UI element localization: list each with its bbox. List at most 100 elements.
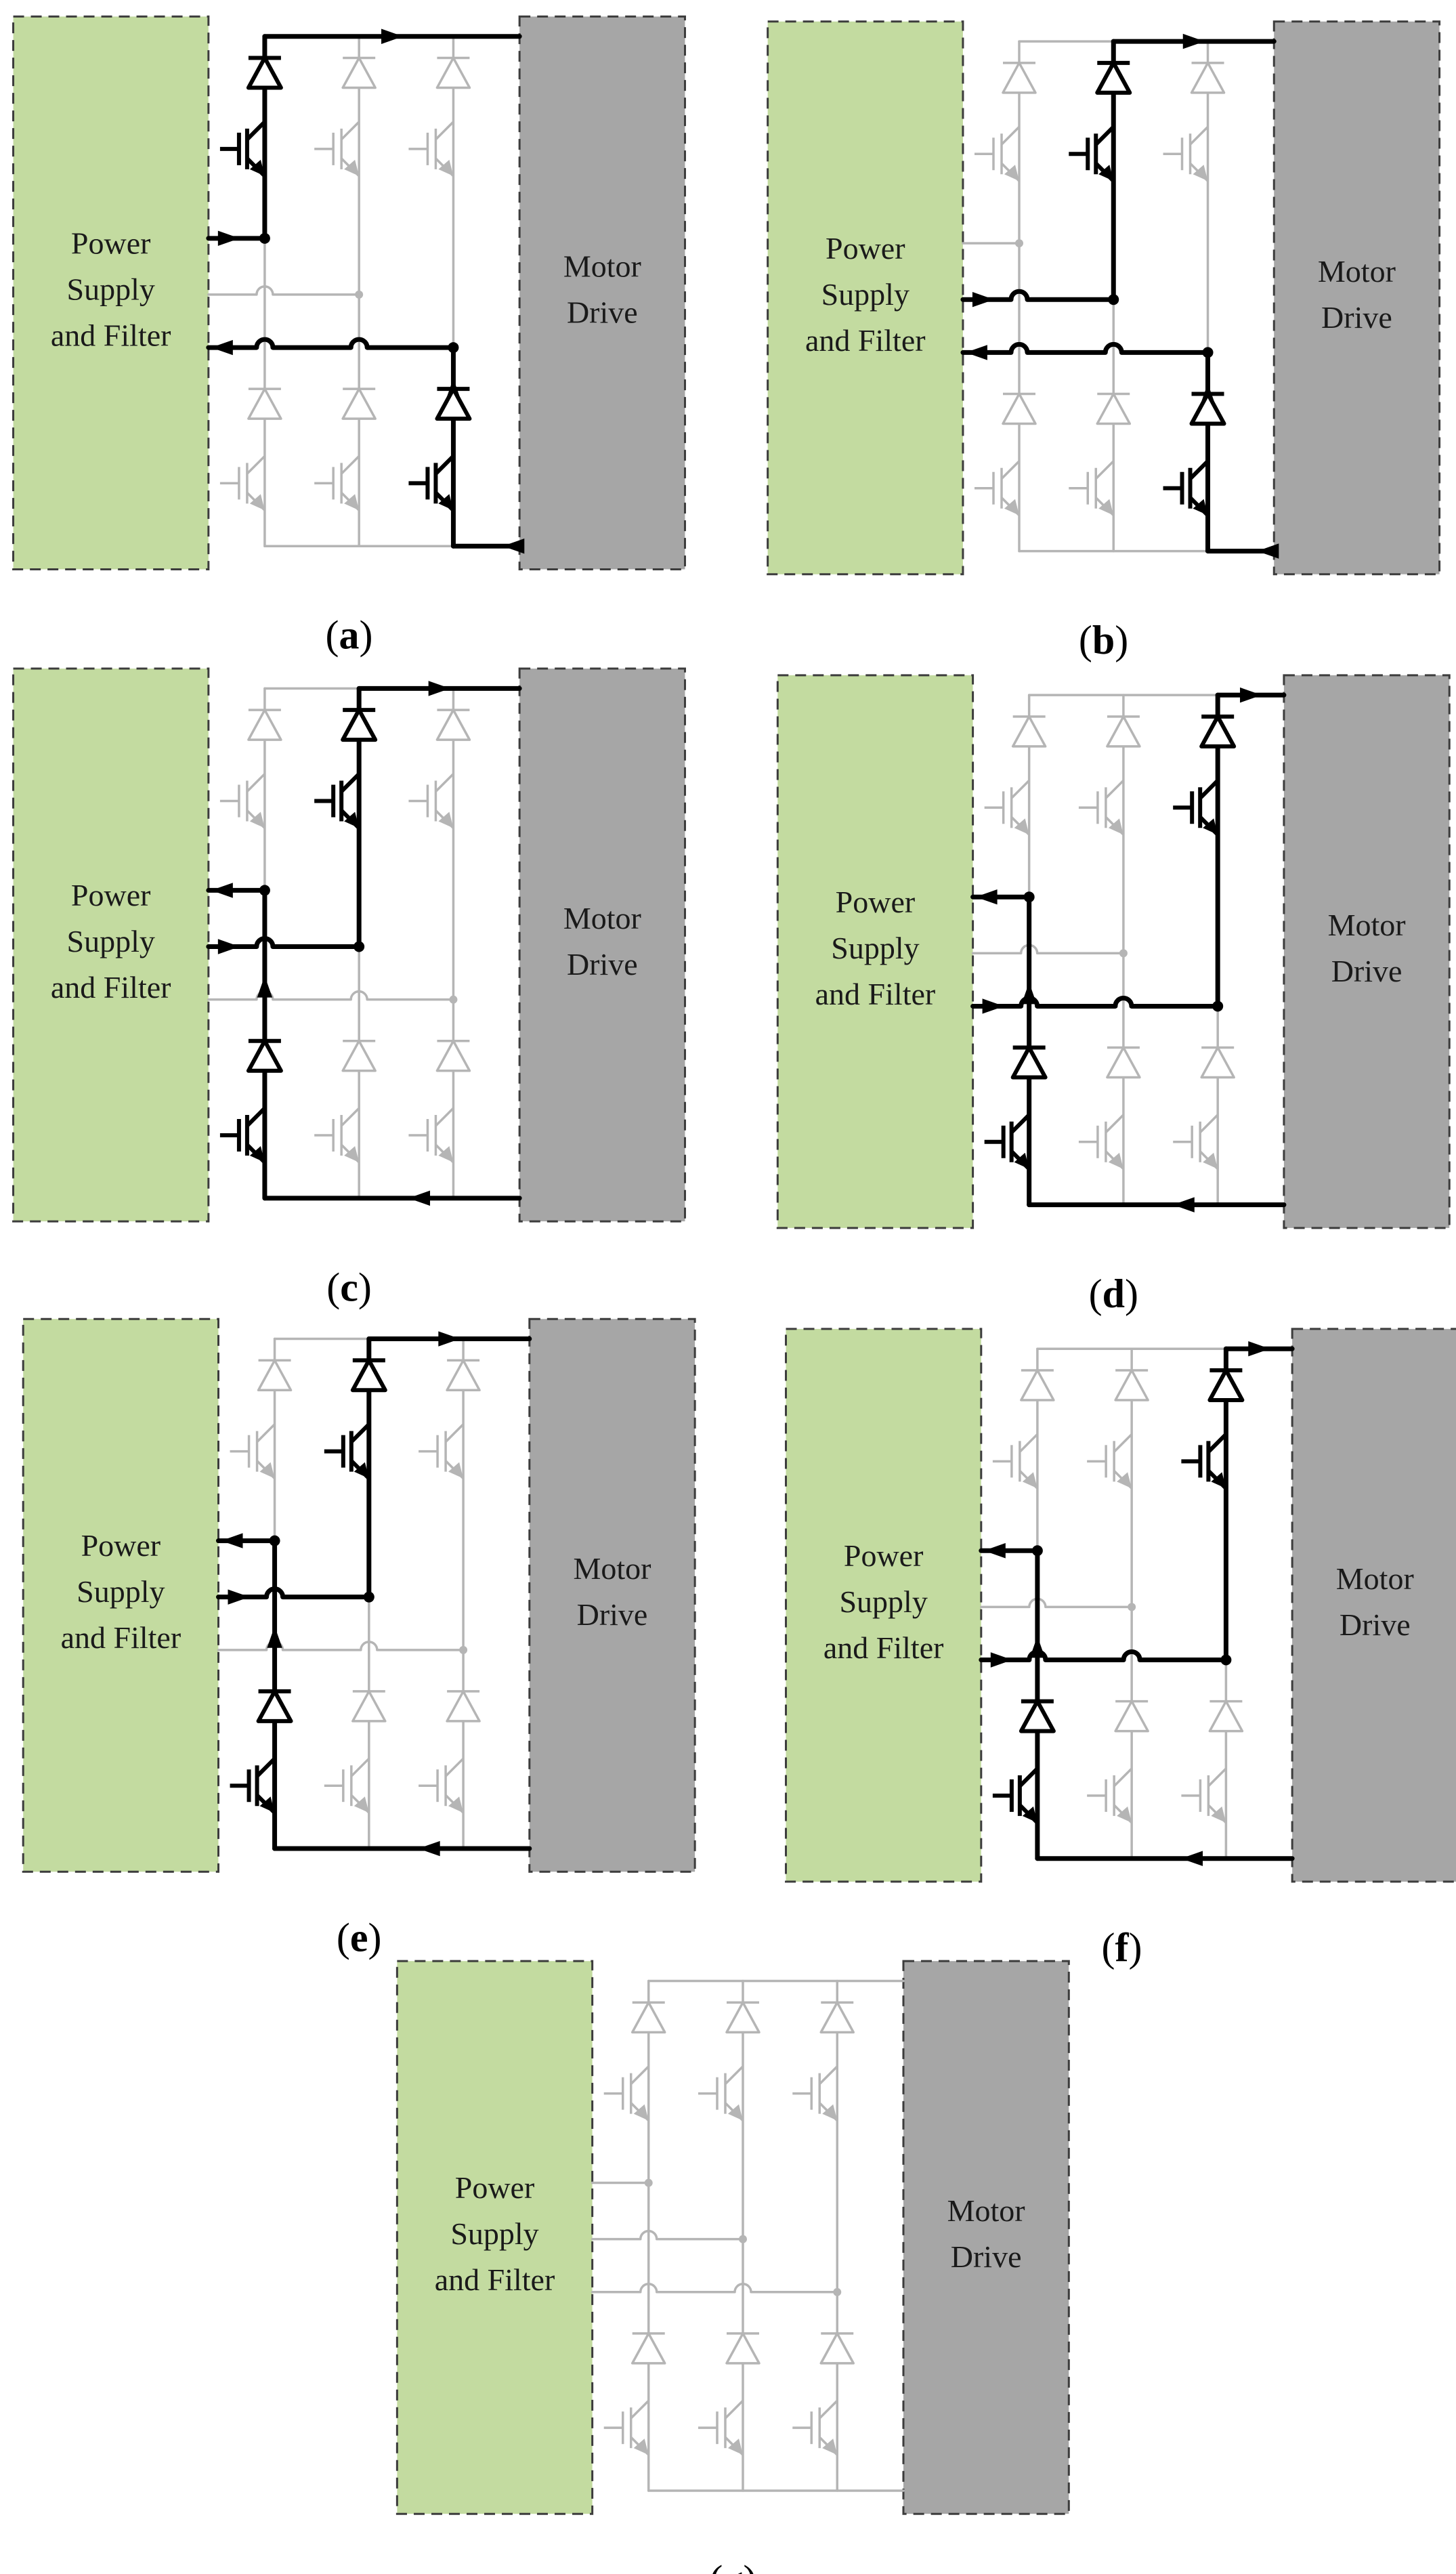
phase-wire-3 [591, 2283, 838, 2294]
igbt-collector [1018, 1767, 1039, 1788]
diode-triangle [435, 56, 471, 89]
igbt-emitter-arrow [1108, 1152, 1123, 1169]
igbt [219, 773, 266, 829]
power-supply-block [22, 1317, 219, 1873]
diode [1096, 392, 1132, 425]
diode-triangle [630, 2001, 666, 2033]
panel-caption: (d) [1089, 1271, 1138, 1316]
caption-close: ) [360, 613, 373, 658]
diode [630, 2332, 666, 2365]
motor-drive-block [528, 1317, 696, 1873]
igbt [230, 1423, 276, 1479]
igbt-collector [444, 1423, 465, 1443]
phase-wire-2 [207, 285, 360, 296]
diode-triangle [1095, 60, 1132, 95]
motor-drive-block [1272, 20, 1441, 576]
current-arrow-left [965, 345, 987, 360]
diode-triangle [435, 1040, 471, 1072]
motor-drive-label-line: Drive [567, 295, 638, 329]
power-supply-block [776, 674, 975, 1229]
diode [435, 56, 471, 89]
diode-triangle [435, 387, 472, 421]
junction-dot [355, 290, 364, 299]
current-arrow-up [1021, 982, 1037, 1005]
power-supply-label-line: and Filter [815, 977, 936, 1011]
igbt-collector [1189, 459, 1209, 480]
diode-triangle [351, 1690, 387, 1723]
power-supply-label-line: Supply [77, 1574, 165, 1609]
power-supply-label-line: and Filter [51, 970, 171, 1005]
junction-dot [1119, 949, 1128, 958]
conducting-phase-wire [206, 337, 456, 350]
caption-close: ) [1115, 618, 1128, 662]
igbt-collector [1094, 125, 1115, 146]
diode [446, 1690, 481, 1723]
igbt-conducting [219, 1106, 267, 1164]
igbt-conducting [408, 455, 455, 512]
igbt [1087, 1433, 1133, 1490]
diode-triangle [1010, 1045, 1048, 1080]
diode-triangle [1106, 715, 1141, 748]
motor-drive-block [1291, 1328, 1456, 1883]
current-arrow-right [1240, 687, 1262, 703]
diode-triangle [350, 1358, 387, 1393]
igbt-emitter-arrow [344, 811, 360, 828]
panel-caption: (g) [709, 2557, 756, 2574]
igbt-emitter-arrow [249, 811, 265, 828]
igbt-collector [350, 1757, 370, 1777]
diode-conducting [1019, 1699, 1056, 1733]
diode-triangle [819, 2332, 855, 2365]
diode-conducting [256, 1689, 293, 1723]
diode-triangle [1019, 1699, 1056, 1733]
igbt-emitter-arrow [438, 811, 454, 828]
igbt [1173, 1114, 1219, 1170]
diode-triangle [1190, 62, 1226, 94]
igbt-collector [435, 773, 454, 793]
current-arrow-right [228, 1589, 250, 1605]
igbt-emitter-arrow [438, 159, 454, 176]
igbt-emitter-arrow [448, 1462, 464, 1479]
motor-drive-label-line: Motor [1336, 1561, 1414, 1596]
motor-drive-label-line: Motor [563, 901, 641, 935]
conducting-phase-wire [970, 995, 1220, 1009]
current-arrow-left [211, 339, 233, 356]
igbt-collector [340, 772, 361, 793]
igbt-collector [1105, 780, 1125, 799]
junction-dot [1220, 1654, 1232, 1666]
diode-triangle [341, 708, 378, 742]
caption-letter: b [1092, 618, 1115, 662]
junction-dot [644, 2178, 653, 2187]
diode-triangle [341, 1040, 377, 1072]
caption-letter: f [1115, 1925, 1129, 1970]
caption-open: ( [1079, 618, 1092, 662]
igbt-collector [1000, 460, 1021, 480]
current-arrow-right [428, 681, 450, 696]
motor-drive-label-line: Drive [1321, 300, 1392, 335]
diode [247, 387, 282, 420]
caption-open: ( [709, 2557, 723, 2574]
diode-triangle [247, 387, 282, 420]
igbt-emitter-arrow [1004, 165, 1019, 182]
diode-triangle [725, 2001, 761, 2033]
current-arrow-left [975, 889, 998, 905]
igbt-collector [630, 2065, 649, 2085]
igbt-collector [245, 1106, 267, 1128]
current-arrow-left [221, 1533, 243, 1548]
igbt-emitter-arrow [438, 1146, 454, 1163]
igbt-emitter-arrow [1022, 1806, 1037, 1823]
motor-drive-label-line: Motor [1328, 908, 1406, 942]
igbt-collector [256, 1423, 276, 1443]
current-arrow-right [972, 292, 994, 308]
igbt-emitter-arrow [1211, 1806, 1226, 1823]
junction-dot [1023, 891, 1035, 903]
igbt-emitter-arrow [344, 1146, 360, 1163]
motor-drive-label-line: Drive [1340, 1607, 1411, 1642]
